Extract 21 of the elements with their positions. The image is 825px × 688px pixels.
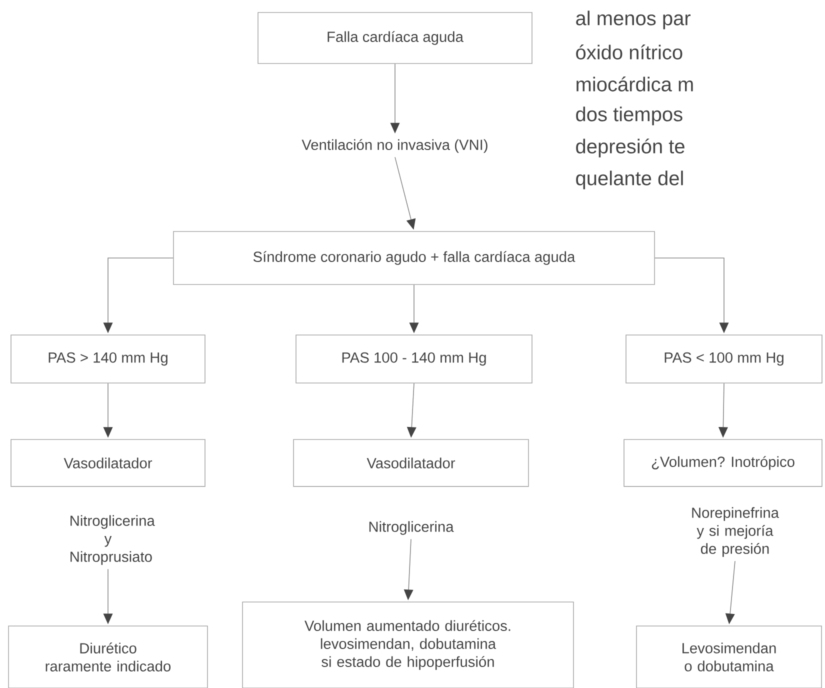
process-box: ¿Volumen? Inotrópico: [624, 439, 822, 487]
process-box: Síndrome coronario agudo + falla cardíaca aguda: [173, 231, 655, 285]
paragraph-text: dos tiempos: [576, 106, 682, 126]
paragraph-text: quelante del: [576, 170, 683, 190]
flow-text: Nitroglicerina: [364, 517, 458, 539]
process-box: Volumen aumentado diuréticos. levosimendan, dobutamina si estado de hipoperfusión: [242, 602, 574, 688]
process-box: Vasodilatador: [293, 439, 529, 487]
flow-text: Ventilación no invasiva (VNI): [298, 135, 492, 157]
process-box: PAS < 100 mm Hg: [626, 334, 822, 384]
process-box: Vasodilatador: [10, 439, 206, 487]
flow-text: Norepinefrina y si mejoría de presión: [671, 503, 799, 561]
process-box: PAS 100 - 140 mm Hg: [296, 334, 532, 384]
process-box: Levosimendan o dobutamina: [636, 626, 822, 688]
process-box: Diurético raramente indicado: [8, 626, 208, 688]
paragraph-text: al menos par: [576, 10, 690, 30]
process-box: Falla cardíaca aguda: [258, 12, 532, 64]
flow-text: Nitroglicerina y Nitroprusiato: [65, 511, 155, 569]
paragraph-text: óxido nítrico: [576, 44, 682, 60]
paragraph-text: depresión te: [576, 138, 684, 158]
paragraph-text: miocárdica m: [576, 76, 693, 92]
process-box: PAS > 140 mm Hg: [10, 334, 206, 384]
